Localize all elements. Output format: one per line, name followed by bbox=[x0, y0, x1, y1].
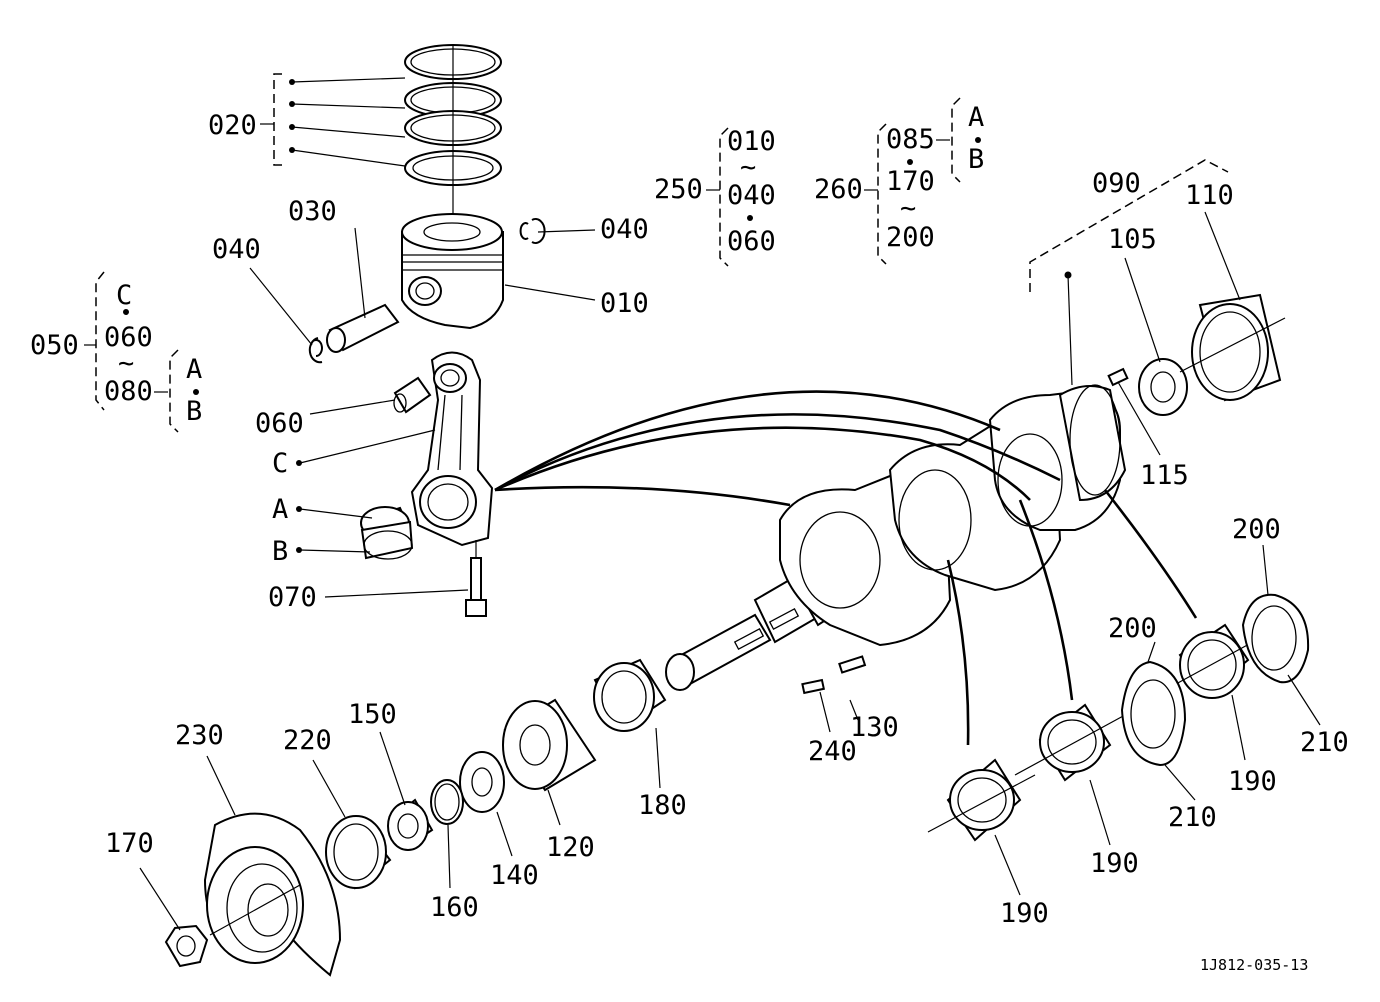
thrust-washer-1 bbox=[1120, 660, 1187, 767]
piston bbox=[401, 213, 504, 330]
part-labels: 010 020 030 040 040 060 C A B 070 090 10… bbox=[105, 110, 1349, 929]
label-170: 170 bbox=[105, 828, 154, 859]
label-220: 220 bbox=[283, 725, 332, 756]
label-200-a: 200 bbox=[1108, 613, 1157, 644]
group-050-opt-b: B bbox=[186, 396, 202, 427]
bracket-090 bbox=[1029, 159, 1229, 292]
crankpin-bearing-b bbox=[360, 520, 414, 560]
label-190-a: 190 bbox=[1000, 898, 1049, 929]
group-050-end: 080 bbox=[104, 376, 153, 407]
group-260-mid: 170 bbox=[886, 166, 935, 197]
piston-pin bbox=[326, 303, 400, 353]
label-020: 020 bbox=[208, 110, 257, 141]
label-b: B bbox=[272, 536, 288, 567]
group-260-code: 260 bbox=[814, 174, 863, 205]
label-230: 230 bbox=[175, 720, 224, 751]
label-040-left: 040 bbox=[212, 234, 261, 265]
nut-170 bbox=[164, 924, 209, 968]
label-060: 060 bbox=[255, 408, 304, 439]
bearing-150 bbox=[387, 798, 434, 851]
label-c: C bbox=[272, 448, 288, 479]
pulley-230 bbox=[203, 812, 342, 977]
group-260: 260 085 170 ~ 200 A B bbox=[814, 97, 984, 265]
group-260-end: 200 bbox=[886, 222, 935, 253]
main-bearing-1 bbox=[927, 758, 1036, 842]
label-180: 180 bbox=[638, 790, 687, 821]
group-050-opt-a: A bbox=[186, 354, 202, 385]
label-210-b: 210 bbox=[1300, 727, 1349, 758]
main-bearing-2 bbox=[1014, 703, 1126, 782]
label-190-b: 190 bbox=[1090, 848, 1139, 879]
group-250-tilde: ~ bbox=[740, 152, 756, 183]
seal-220 bbox=[325, 815, 392, 890]
label-240: 240 bbox=[808, 736, 857, 767]
label-140: 140 bbox=[490, 860, 539, 891]
label-090: 090 bbox=[1092, 168, 1141, 199]
collar-140 bbox=[459, 751, 505, 813]
bushing-180 bbox=[593, 658, 667, 732]
group-250: 250 010 ~ 040 060 bbox=[654, 126, 776, 267]
group-260-tilde: ~ bbox=[900, 193, 916, 224]
label-040-right: 040 bbox=[600, 214, 649, 245]
small-end-bushing bbox=[393, 376, 432, 414]
group-250-code: 250 bbox=[654, 174, 703, 205]
label-150: 150 bbox=[348, 699, 397, 730]
main-bearing-3 bbox=[1164, 623, 1263, 699]
label-110: 110 bbox=[1185, 180, 1234, 211]
label-030: 030 bbox=[288, 196, 337, 227]
group-260-opt-a: A bbox=[968, 102, 984, 133]
group-050-tilde: ~ bbox=[118, 348, 134, 379]
group-260-start: 085 bbox=[886, 124, 935, 155]
thrust-washer-2 bbox=[1241, 593, 1310, 684]
label-115: 115 bbox=[1140, 460, 1189, 491]
assembly-arrows bbox=[494, 390, 1198, 746]
connecting-rod bbox=[410, 351, 494, 547]
label-120: 120 bbox=[546, 832, 595, 863]
group-260-opt-b: B bbox=[968, 144, 984, 175]
group-250-end: 060 bbox=[727, 226, 776, 257]
o-ring-160 bbox=[430, 779, 464, 825]
label-010: 010 bbox=[600, 288, 649, 319]
key-130 bbox=[838, 655, 867, 674]
label-210-a: 210 bbox=[1168, 802, 1217, 833]
group-050-top: C bbox=[116, 280, 132, 311]
key-240 bbox=[801, 678, 826, 695]
label-130: 130 bbox=[850, 712, 899, 743]
snap-ring-right bbox=[519, 218, 546, 244]
ball-bearing bbox=[1138, 358, 1188, 416]
label-070: 070 bbox=[268, 582, 317, 613]
group-250-mid: 040 bbox=[727, 180, 776, 211]
group-050-code: 050 bbox=[30, 330, 79, 361]
label-105: 105 bbox=[1108, 224, 1157, 255]
rear-bushing bbox=[1179, 293, 1286, 402]
snap-ring-left bbox=[308, 337, 323, 364]
label-160: 160 bbox=[430, 892, 479, 923]
conrod-bolt bbox=[465, 540, 487, 617]
group-250-start: 010 bbox=[727, 126, 776, 157]
gear-120 bbox=[502, 698, 597, 792]
label-200-b: 200 bbox=[1232, 514, 1281, 545]
label-a: A bbox=[272, 494, 288, 525]
piston-rings bbox=[404, 44, 502, 230]
group-050: 050 C 060 ~ 080 A B bbox=[30, 271, 202, 433]
dowel-pin bbox=[1107, 367, 1129, 387]
leader-lines bbox=[139, 211, 1321, 931]
label-190-c: 190 bbox=[1228, 766, 1277, 797]
drawing-id: 1J812-035-13 bbox=[1200, 956, 1308, 974]
ring-bracket-020 bbox=[260, 73, 406, 167]
group-050-start: 060 bbox=[104, 322, 153, 353]
